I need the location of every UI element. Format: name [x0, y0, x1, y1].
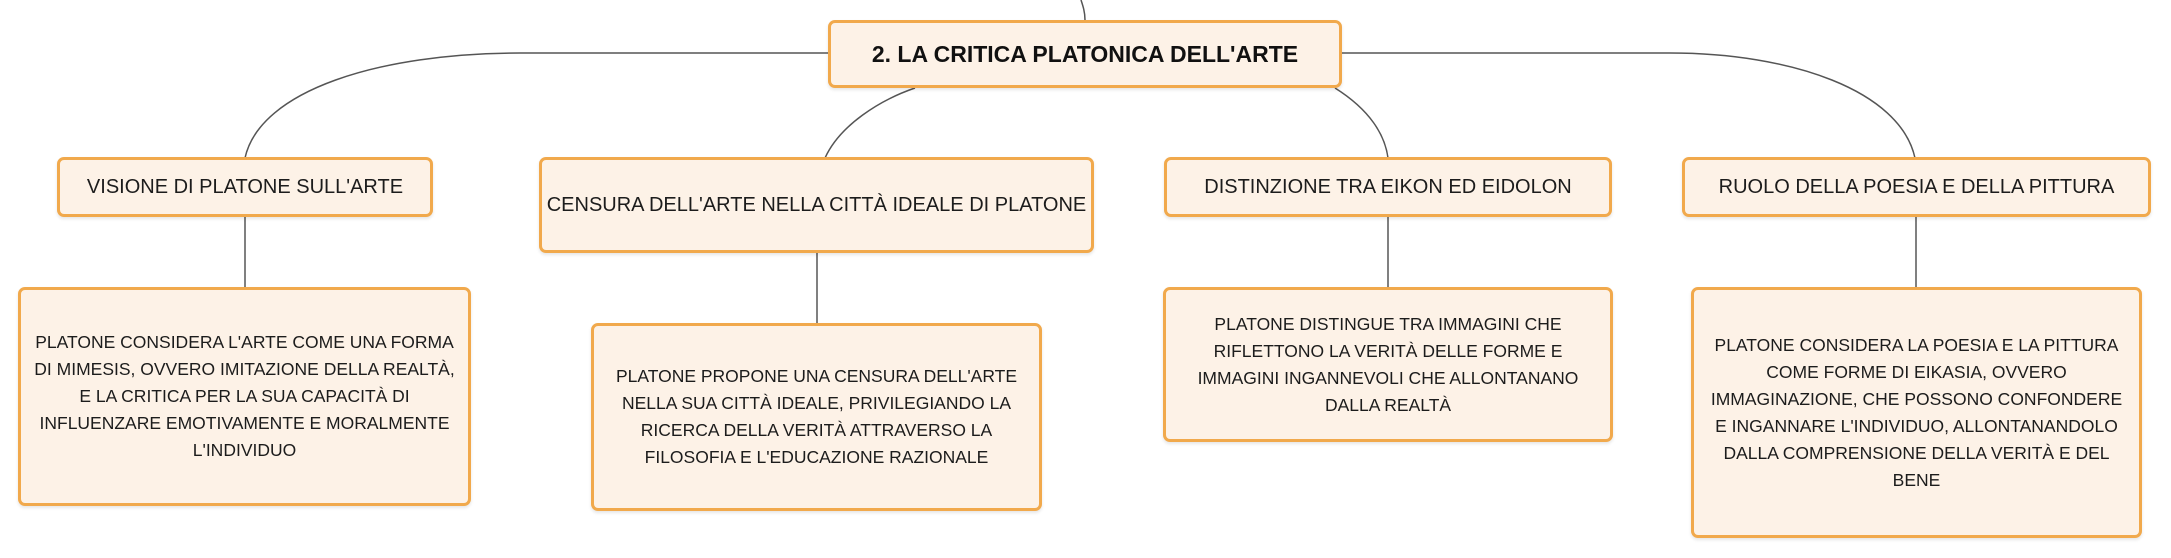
root-node-label: 2. LA CRITICA PLATONICA DELL'ARTE: [871, 40, 1299, 67]
detail-node-text: PLATONE CONSIDERA LA POESIA E LA PITTURA…: [1710, 334, 2123, 490]
detail-node-censura[interactable]: PLATONE PROPONE UNA CENSURA DELL'ARTE NE…: [591, 323, 1042, 511]
connector-root-to-branch-3: [1334, 87, 1389, 159]
connector-root-to-branch-4: [1340, 52, 1916, 159]
branch-node-distinzione[interactable]: DISTINZIONE TRA EIKON ED EIDOLON: [1164, 157, 1612, 217]
branch-node-label: VISIONE DI PLATONE SULL'ARTE: [86, 175, 404, 198]
branch-node-label: RUOLO DELLA POESIA E DELLA PITTURA: [1718, 175, 2115, 198]
branch-node-label: DISTINZIONE TRA EIKON ED EIDOLON: [1204, 175, 1572, 198]
connector-parent-to-root: [1080, 0, 1086, 21]
detail-node-text: PLATONE DISTINGUE TRA IMMAGINI CHE RIFLE…: [1197, 313, 1579, 415]
connector-root-to-branch-2: [824, 87, 916, 159]
detail-node-text: PLATONE CONSIDERA L'ARTE COME UNA FORMA …: [34, 332, 455, 460]
branch-node-censura[interactable]: CENSURA DELL'ARTE NELLA CITTÀ IDEALE DI …: [539, 157, 1094, 253]
detail-node-visione[interactable]: PLATONE CONSIDERA L'ARTE COME UNA FORMA …: [18, 287, 471, 506]
branch-node-visione[interactable]: VISIONE DI PLATONE SULL'ARTE: [57, 157, 433, 217]
detail-node-text: PLATONE PROPONE UNA CENSURA DELL'ARTE NE…: [615, 366, 1018, 467]
root-node[interactable]: 2. LA CRITICA PLATONICA DELL'ARTE: [828, 20, 1342, 88]
connector-root-to-branch-1: [244, 52, 828, 159]
detail-node-ruolo[interactable]: PLATONE CONSIDERA LA POESIA E LA PITTURA…: [1691, 287, 2142, 538]
branch-node-label: CENSURA DELL'ARTE NELLA CITTÀ IDEALE DI …: [546, 193, 1087, 216]
branch-node-ruolo[interactable]: RUOLO DELLA POESIA E DELLA PITTURA: [1682, 157, 2151, 217]
detail-node-distinzione[interactable]: PLATONE DISTINGUE TRA IMMAGINI CHE RIFLE…: [1163, 287, 1613, 442]
